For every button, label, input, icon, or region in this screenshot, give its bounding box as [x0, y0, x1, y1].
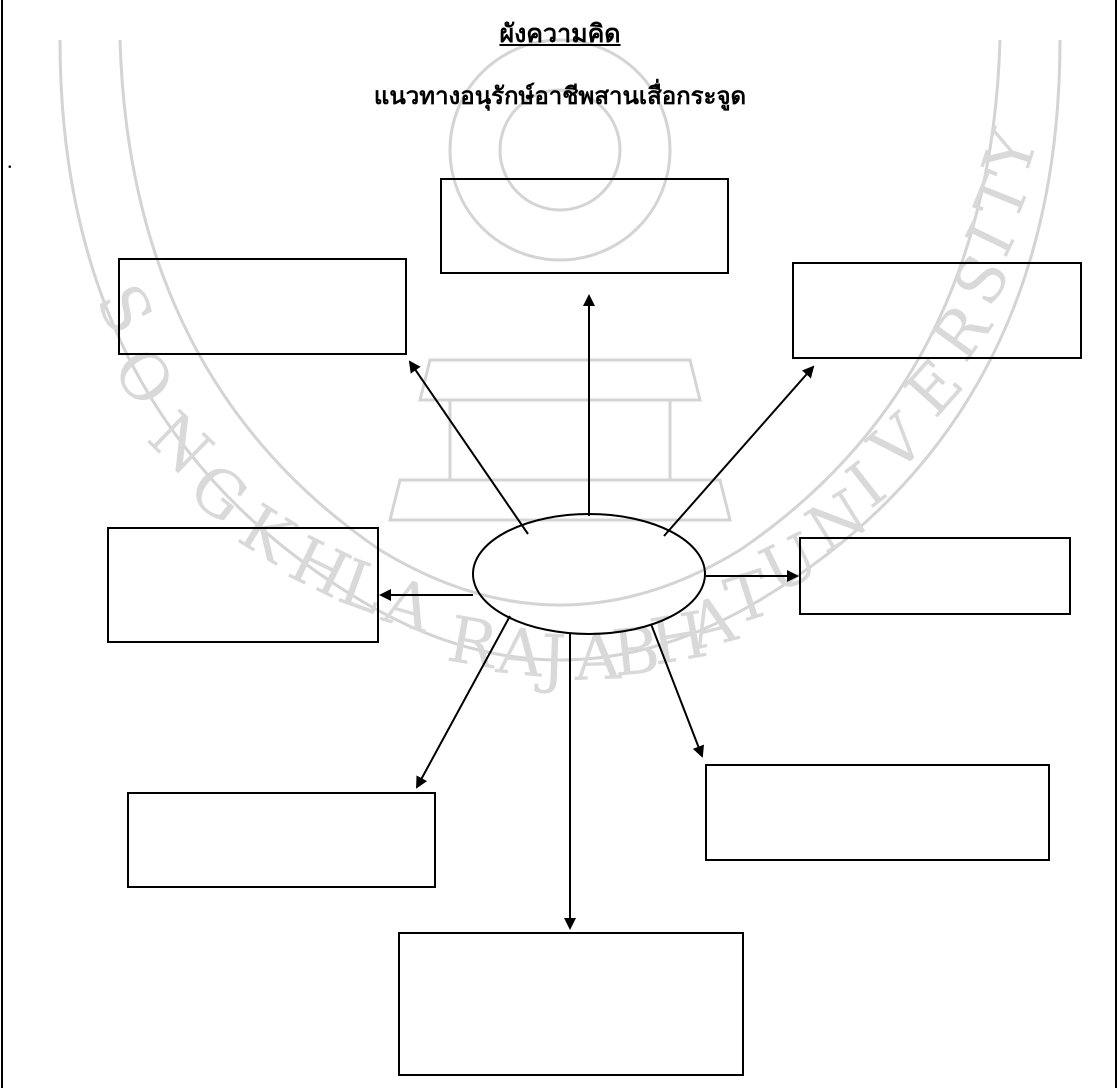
page-title: ผังความคิด: [499, 19, 621, 48]
mindmap-box-bottom-right: [705, 764, 1050, 861]
watermark-pedestal-base: [388, 478, 732, 522]
watermark-emblem-core: [498, 88, 622, 212]
watermark-letter: B: [609, 613, 664, 692]
mindmap-box-left: [107, 527, 379, 643]
mindmap-center-ellipse: [472, 513, 706, 635]
watermark-emblem-ring: [448, 38, 672, 262]
mindmap-box-top-left: [118, 258, 407, 355]
arrow-to-top-left: [408, 360, 529, 535]
page-subtitle: แนวทางอนุรักษ์อาชีพสานเสื่อกระจูด: [373, 81, 747, 110]
watermark-pedestal-top: [418, 358, 702, 402]
mindmap-box-top: [440, 178, 729, 274]
watermark-inner-arc: [118, 39, 1002, 607]
watermark-outer-arc: [58, 39, 1062, 662]
mindmap-box-right: [799, 537, 1071, 615]
arrow-to-top-right: [663, 365, 815, 537]
arrow-to-bottom-right: [650, 623, 704, 758]
mindmap-box-top-right: [792, 262, 1082, 359]
mindmap-box-bottom: [398, 932, 744, 1076]
bullet-mark: .: [7, 148, 13, 173]
arrow-to-bottom-left: [416, 615, 511, 789]
mindmap-box-bottom-left: [127, 792, 436, 888]
